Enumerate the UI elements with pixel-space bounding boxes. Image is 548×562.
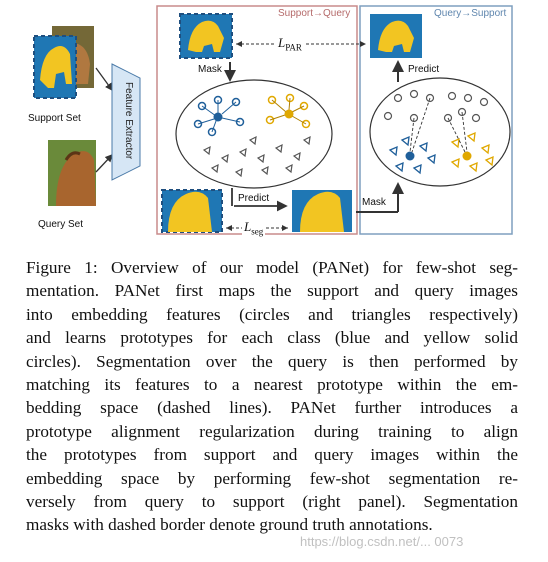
- loss-par-subscript: PAR: [285, 42, 302, 53]
- caption-line: embedding space by performing few-shot s…: [26, 468, 518, 488]
- caption-line: circles). Segmentation over the query is…: [26, 351, 518, 371]
- loss-seg-subscript: seg: [251, 226, 264, 237]
- caption-line: Figure 1: Overview of our model (PANet) …: [26, 258, 518, 277]
- loss-par-label: LPAR: [276, 35, 304, 53]
- caption-line: matching its features to a nearest proto…: [26, 375, 518, 395]
- loss-seg-symbol: L: [244, 219, 252, 234]
- caption-line: masks with dashed border denote ground t…: [26, 515, 433, 535]
- mask-label-top: Mask: [198, 64, 222, 75]
- query-set-image: [48, 140, 96, 206]
- figure-caption: Figure 1: Overview of our model (PANet) …: [26, 256, 518, 537]
- caption-line: prototype alignment regularization durin…: [26, 421, 518, 441]
- feature-extractor-block: [111, 63, 141, 181]
- query-embedding-space: [369, 77, 511, 187]
- caption-line: into embedding features (circles and tri…: [26, 304, 518, 324]
- query-to-support-panel: [359, 5, 513, 235]
- mask-label-right: Mask: [362, 197, 386, 208]
- feature-extractor-label: Feature Extractor: [123, 82, 134, 160]
- caption-line: and learns prototypes for each class (bl…: [26, 328, 518, 348]
- query-to-support-title: Query→Support: [434, 8, 507, 19]
- support-set-label: Support Set: [28, 113, 81, 124]
- watermark: https://blog.csdn.net/... 0073: [300, 534, 464, 549]
- query-set-label: Query Set: [38, 219, 84, 230]
- support-embedding-space: [175, 79, 333, 189]
- support-set-images: [33, 26, 94, 99]
- figure-graphics: [33, 5, 513, 235]
- predict-label-right: Predict: [408, 64, 440, 75]
- caption-line: versely from query to support (right pan…: [26, 492, 518, 512]
- caption-line: the prototypes from support and query im…: [26, 445, 518, 465]
- predict-label-bottom: Predict: [238, 193, 270, 204]
- support-to-query-title: Support→Query: [278, 8, 351, 19]
- loss-par-symbol: L: [278, 35, 286, 50]
- loss-seg-label: Lseg: [242, 219, 266, 237]
- panet-overview-figure: Support Set Query Set Feature Extractor …: [0, 0, 548, 240]
- caption-line: bedding space (dashed lines). PANet furt…: [26, 398, 518, 418]
- caption-line: mentation. PANet first maps the support …: [26, 281, 518, 301]
